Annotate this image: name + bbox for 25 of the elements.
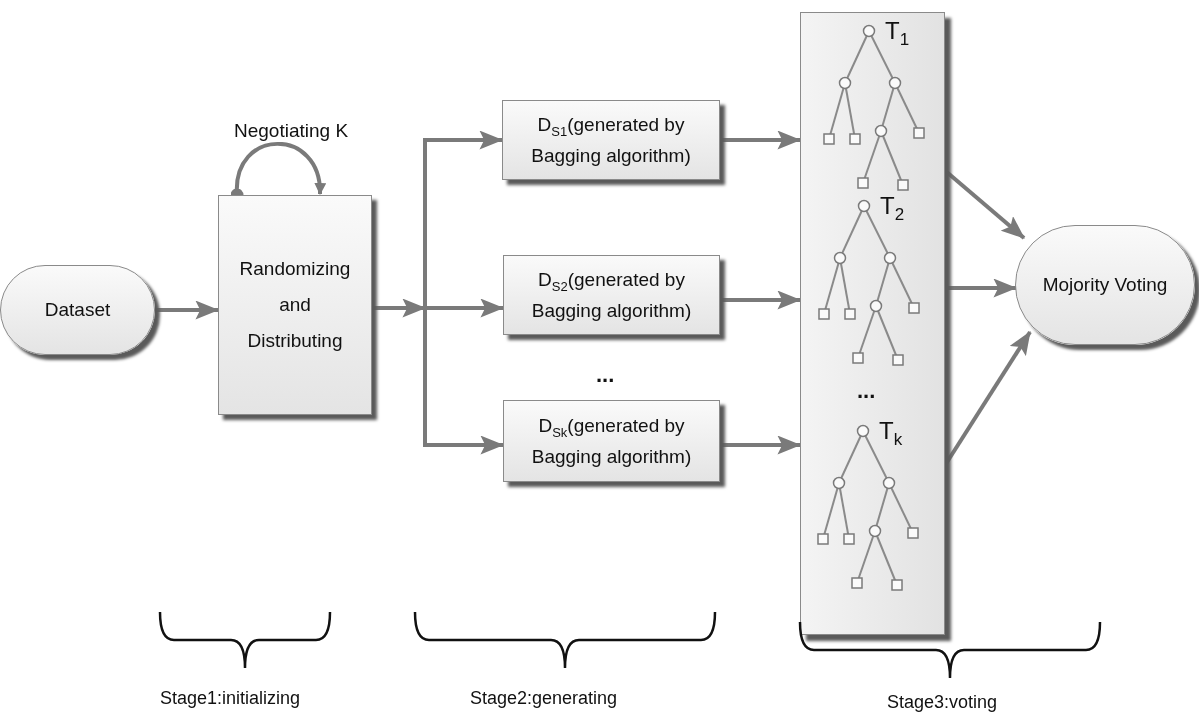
node-text: Dataset <box>43 298 112 323</box>
node-text: Randomizing and Distributing <box>238 256 352 354</box>
process-box <box>218 195 372 415</box>
node-text: Mojority Voting <box>1041 273 1169 298</box>
ellipsis: ... <box>857 378 876 404</box>
process-box <box>502 100 720 180</box>
node-text: D$_{S1}$(generated by Bagging algorithm) <box>530 112 692 168</box>
tree-label: T$_{1}$ <box>885 19 910 48</box>
stage-label: Stage3:voting <box>887 692 998 713</box>
process-box <box>503 400 720 482</box>
rounded-terminal <box>0 265 155 355</box>
tree-label: T$_{2}$ <box>880 194 905 223</box>
stage-label: Stage2:generating <box>470 688 618 709</box>
arrow <box>720 435 802 455</box>
node-text: D$_{Sk}$(generated by Bagging algorithm) <box>530 413 693 469</box>
tree-panel <box>800 12 945 635</box>
process-box <box>503 255 720 335</box>
arrow <box>155 300 220 320</box>
arrow <box>720 130 802 150</box>
stage-label: Stage1:initializing <box>160 688 301 709</box>
tree-label: T$_{k}$ <box>879 419 903 448</box>
rounded-terminal <box>1015 225 1195 345</box>
ellipsis: ... <box>596 362 615 388</box>
node-text: D$_{S2}$(generated by Bagging algorithm) <box>530 267 693 323</box>
arrow <box>720 290 802 310</box>
